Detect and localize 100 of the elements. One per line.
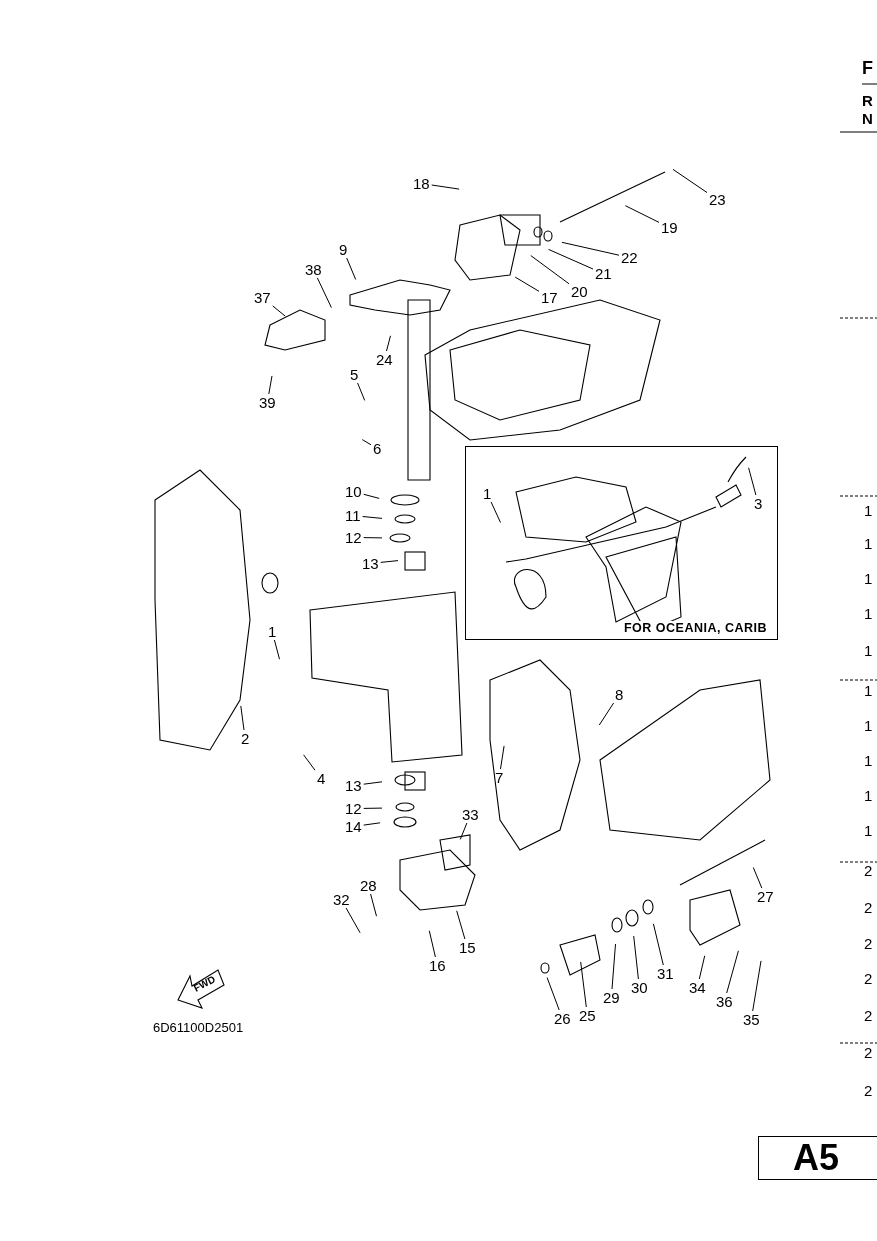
cut-off-number: 2 — [864, 862, 873, 879]
leader-line — [316, 277, 332, 309]
leader-line — [268, 375, 273, 395]
callout-number: 39 — [258, 395, 277, 410]
leader-line — [548, 248, 594, 270]
leader-line — [273, 639, 280, 660]
page-code: A5 — [758, 1136, 877, 1180]
leader-line — [363, 807, 383, 809]
leader-line — [370, 893, 377, 917]
cut-off-number: 1 — [864, 822, 873, 839]
cut-off-number: 1 — [864, 752, 873, 769]
callout-number: 8 — [614, 687, 625, 702]
leader-line — [580, 961, 587, 1008]
callout-number: 13 — [361, 556, 380, 571]
leader-line — [240, 705, 245, 731]
callout-number: 25 — [578, 1008, 597, 1023]
leader-line — [624, 205, 660, 223]
leader-line — [362, 516, 383, 519]
cut-off-number: 1 — [864, 502, 873, 519]
leader-line — [272, 305, 286, 317]
cut-off-number: 1 — [864, 717, 873, 734]
leader-line — [363, 781, 383, 785]
callout-number: 14 — [344, 819, 363, 834]
leader-line — [357, 382, 366, 401]
callout-number: 4 — [316, 771, 327, 786]
page-heading-fragment: R — [862, 92, 873, 109]
callout-number: 33 — [461, 807, 480, 822]
leader-line — [530, 255, 570, 285]
leader-line — [748, 467, 757, 496]
leader-line — [428, 930, 436, 958]
callout-number: 24 — [375, 352, 394, 367]
callout-number: 10 — [344, 484, 363, 499]
callout-number: 28 — [359, 878, 378, 893]
cut-off-number: 2 — [864, 970, 873, 987]
leader-line — [752, 867, 763, 889]
leader-line — [561, 241, 620, 256]
leader-line — [672, 168, 708, 193]
cut-off-number: 2 — [864, 935, 873, 952]
callout-number: 2 — [240, 731, 251, 746]
cut-off-number: 2 — [864, 1082, 873, 1099]
callout-number: 11 — [344, 508, 362, 523]
leader-line — [633, 935, 639, 980]
leader-line — [380, 560, 399, 563]
callout-number: 6 — [372, 441, 383, 456]
leader-line — [456, 910, 466, 940]
callout-number: 22 — [620, 250, 639, 265]
callout-number: 29 — [602, 990, 621, 1005]
callout-number: 38 — [304, 262, 323, 277]
leader-line — [345, 907, 361, 934]
leader-line — [726, 950, 739, 994]
leader-line — [698, 955, 706, 980]
cut-off-number: 2 — [864, 1044, 873, 1061]
cut-off-number: 1 — [864, 642, 873, 659]
inset-caption: FOR OCEANIA, CARIB — [621, 621, 769, 635]
leader-line — [546, 977, 560, 1011]
leader-line — [611, 943, 616, 990]
callout-number: 5 — [349, 367, 360, 382]
callout-number: 35 — [742, 1012, 761, 1027]
callout-number: 20 — [570, 284, 589, 299]
callout-number: 36 — [715, 994, 734, 1009]
cut-off-number: 2 — [864, 899, 873, 916]
cut-off-number: 2 — [864, 1007, 873, 1024]
callout-number: 7 — [494, 770, 505, 785]
page-heading-fragment: N — [862, 110, 873, 127]
direction-label: FWD — [191, 973, 218, 994]
leader-line — [363, 822, 381, 826]
leader-line — [431, 184, 460, 190]
callout-number: 3 — [753, 496, 764, 511]
callout-number: 37 — [253, 290, 272, 305]
leader-line — [363, 537, 383, 539]
leader-line — [303, 754, 316, 771]
leader-line — [652, 923, 664, 966]
leader-line — [752, 960, 762, 1012]
callout-number: 19 — [660, 220, 679, 235]
drawing-code: 6D61100D2501 — [153, 1020, 244, 1035]
callout-number: 32 — [332, 892, 351, 907]
callout-number: 16 — [428, 958, 447, 973]
callout-number: 15 — [458, 940, 477, 955]
inset-frame — [465, 446, 778, 640]
callout-number: 26 — [553, 1011, 572, 1026]
callout-number: 18 — [412, 176, 431, 191]
callout-number: 23 — [708, 192, 727, 207]
callout-number: 21 — [594, 266, 613, 281]
cut-off-number: 1 — [864, 535, 873, 552]
callout-number: 13 — [344, 778, 363, 793]
leader-line — [514, 276, 540, 292]
leader-line — [363, 493, 380, 499]
callout-number: 17 — [540, 290, 559, 305]
callout-number: 27 — [756, 889, 775, 904]
cut-off-number: 1 — [864, 570, 873, 587]
callout-number: 12 — [344, 801, 363, 816]
cut-off-number: 1 — [864, 605, 873, 622]
callout-number: 12 — [344, 530, 363, 545]
callout-number: 1 — [482, 486, 493, 501]
leader-line — [346, 257, 357, 280]
callout-number: 1 — [267, 624, 278, 639]
leader-line — [361, 439, 372, 446]
leader-line — [598, 702, 615, 726]
leader-line — [500, 745, 505, 770]
callout-number: 9 — [338, 242, 349, 257]
